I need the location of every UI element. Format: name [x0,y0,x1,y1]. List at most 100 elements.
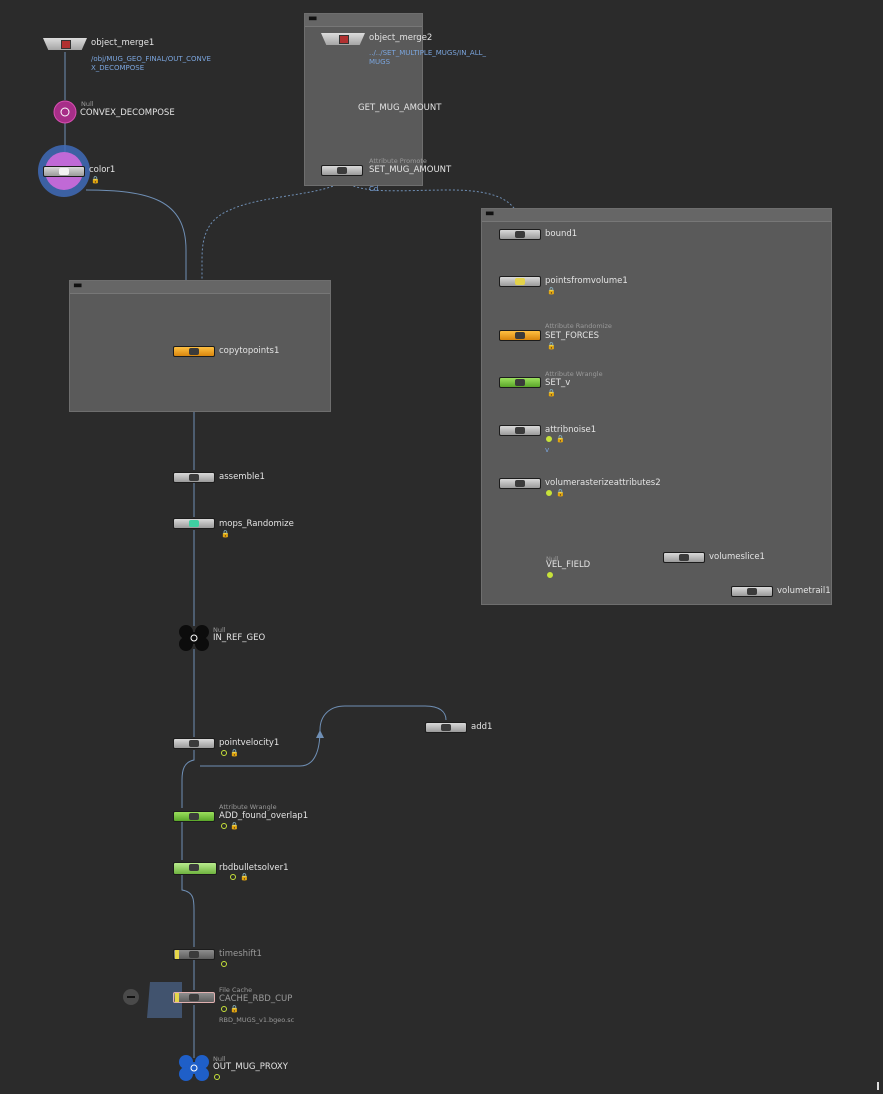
copy-to-points-icon [189,348,199,355]
display-flag-icon[interactable] [221,750,227,756]
set-mug-amount-label: SET_MUG_AMOUNT [369,165,452,175]
display-flag-icon[interactable] [221,823,227,829]
display-flag-icon[interactable] [546,490,552,496]
object-merge1-path: /obj/MUG_GEO_FINAL/OUT_CONVE [91,55,211,63]
get-mug-amount-label: GET_MUG_AMOUNT [358,103,442,113]
lock-icon[interactable]: 🔒 [230,822,239,830]
object-merge1-path-cont: X_DECOMPOSE [91,64,145,72]
volumeslice1-node[interactable] [663,552,705,563]
in-ref-geo-type: Null [213,626,226,634]
timeshift-icon [189,951,199,958]
collapse-icon[interactable]: ▬ [485,208,495,219]
file-cache-icon [189,994,199,1001]
bound1-label: bound1 [545,229,578,239]
lock-icon[interactable]: 🔒 [547,342,556,350]
convex-decompose-null-icon[interactable] [53,100,77,124]
attribute-promote-icon [337,167,347,174]
attribnoise1-attr: v [545,446,550,454]
bound1-node[interactable] [499,229,541,240]
set-forces-label: SET_FORCES [545,331,599,341]
display-flag-icon[interactable] [546,436,552,442]
collapse-icon[interactable]: ▬ [73,280,83,291]
object-merge-icon [339,35,349,44]
lock-icon[interactable]: 🔒 [547,287,556,295]
cache-rbd-cup-node[interactable] [173,992,215,1003]
display-flag-icon[interactable] [221,961,227,967]
lock-icon[interactable]: 🔒 [230,749,239,757]
attribnoise1-node[interactable] [499,425,541,436]
set-mug-amount-type: Attribute Promote [369,157,427,165]
volumeslice1-label: volumeslice1 [709,552,765,562]
convex-decompose-label: CONVEX_DECOMPOSE [80,108,175,118]
collapse-icon[interactable]: ▬ [308,13,318,24]
file-cache-badge [147,982,182,1018]
attribute-wrangle-icon [515,379,525,386]
attribute-noise-icon [515,427,525,434]
lock-icon[interactable]: 🔒 [556,435,565,443]
lock-icon[interactable]: 🔒 [91,176,100,184]
display-flag-icon[interactable] [221,1006,227,1012]
display-flag-icon[interactable] [230,874,236,880]
add1-node[interactable] [425,722,467,733]
network-box-velocity-field[interactable]: ▬ [481,208,832,605]
lock-icon[interactable]: 🔒 [556,489,565,497]
set-mug-amount-node[interactable] [321,165,363,176]
lock-icon[interactable]: 🔒 [221,530,230,538]
volumetrail1-label: volumetrail1 [777,586,831,596]
object-merge2-node[interactable] [321,33,365,45]
object-merge1-label: object_merge1 [91,38,155,48]
volumerasterizeattributes2-node[interactable] [499,478,541,489]
wire-arrow [316,730,324,738]
add1-label: add1 [471,722,493,732]
set-mug-amount-attr: Cd [369,185,379,193]
add-found-overlap1-node[interactable] [173,811,215,822]
set-forces-type: Attribute Randomize [545,322,612,330]
add-found-overlap1-type: Attribute Wrangle [219,803,277,811]
display-flag-icon[interactable] [547,572,553,578]
pointsfromvolume1-label: pointsfromvolume1 [545,276,628,286]
set-v-type: Attribute Wrangle [545,370,603,378]
rbd-bullet-solver-icon [189,864,199,871]
rbdbulletsolver1-node[interactable] [173,862,217,875]
object-merge2-path: ../../SET_MULTIPLE_MUGS/IN_ALL_ [369,49,487,57]
assemble-icon [189,474,199,481]
volumetrail1-node[interactable] [731,586,773,597]
set-v-label: SET_v [545,378,571,388]
assemble1-node[interactable] [173,472,215,483]
lock-icon[interactable]: 🔒 [230,1005,239,1013]
add-found-overlap1-label: ADD_found_overlap1 [219,811,309,821]
copytopoints1-label: copytopoints1 [219,346,280,356]
lock-icon[interactable]: 🔒 [547,389,556,397]
object-merge-icon [61,40,71,49]
volume-rasterize-icon [515,480,525,487]
attribute-wrangle-icon [189,813,199,820]
cache-rbd-cup-label: CACHE_RBD_CUP [219,994,293,1004]
out-mug-proxy-type: Null [213,1055,226,1063]
object-merge2-path-cont: MUGS [369,58,391,66]
timeshift1-label: timeshift1 [219,949,262,959]
pointsfromvolume1-node[interactable] [499,276,541,287]
set-forces-node[interactable] [499,330,541,341]
object-merge2-label: object_merge2 [369,33,433,43]
timeshift1-node[interactable] [173,949,215,960]
network-box-title-bar[interactable]: ▬ [482,209,831,222]
copytopoints1-node[interactable] [173,346,215,357]
points-from-volume-icon [515,278,525,285]
pointvelocity1-node[interactable] [173,738,215,749]
object-merge1-node[interactable] [43,38,87,50]
point-velocity-icon [189,740,199,747]
set-v-node[interactable] [499,377,541,388]
network-box-title-bar[interactable]: ▬ [305,14,422,27]
mops-randomize-node[interactable] [173,518,215,529]
network-box-title-bar[interactable]: ▬ [70,281,330,294]
out-mug-proxy-null-icon[interactable] [179,1055,209,1081]
in-ref-geo-null-icon[interactable] [179,625,209,651]
network-box-mug-amount[interactable]: ▬ [304,13,423,186]
mops-randomize-label: mops_Randomize [219,519,294,529]
color1-node[interactable] [43,166,85,177]
bound-icon [515,231,525,238]
attribute-randomize-icon [515,332,525,339]
assemble1-label: assemble1 [219,472,265,482]
display-flag-icon[interactable] [214,1074,220,1080]
lock-icon[interactable]: 🔒 [240,873,249,881]
